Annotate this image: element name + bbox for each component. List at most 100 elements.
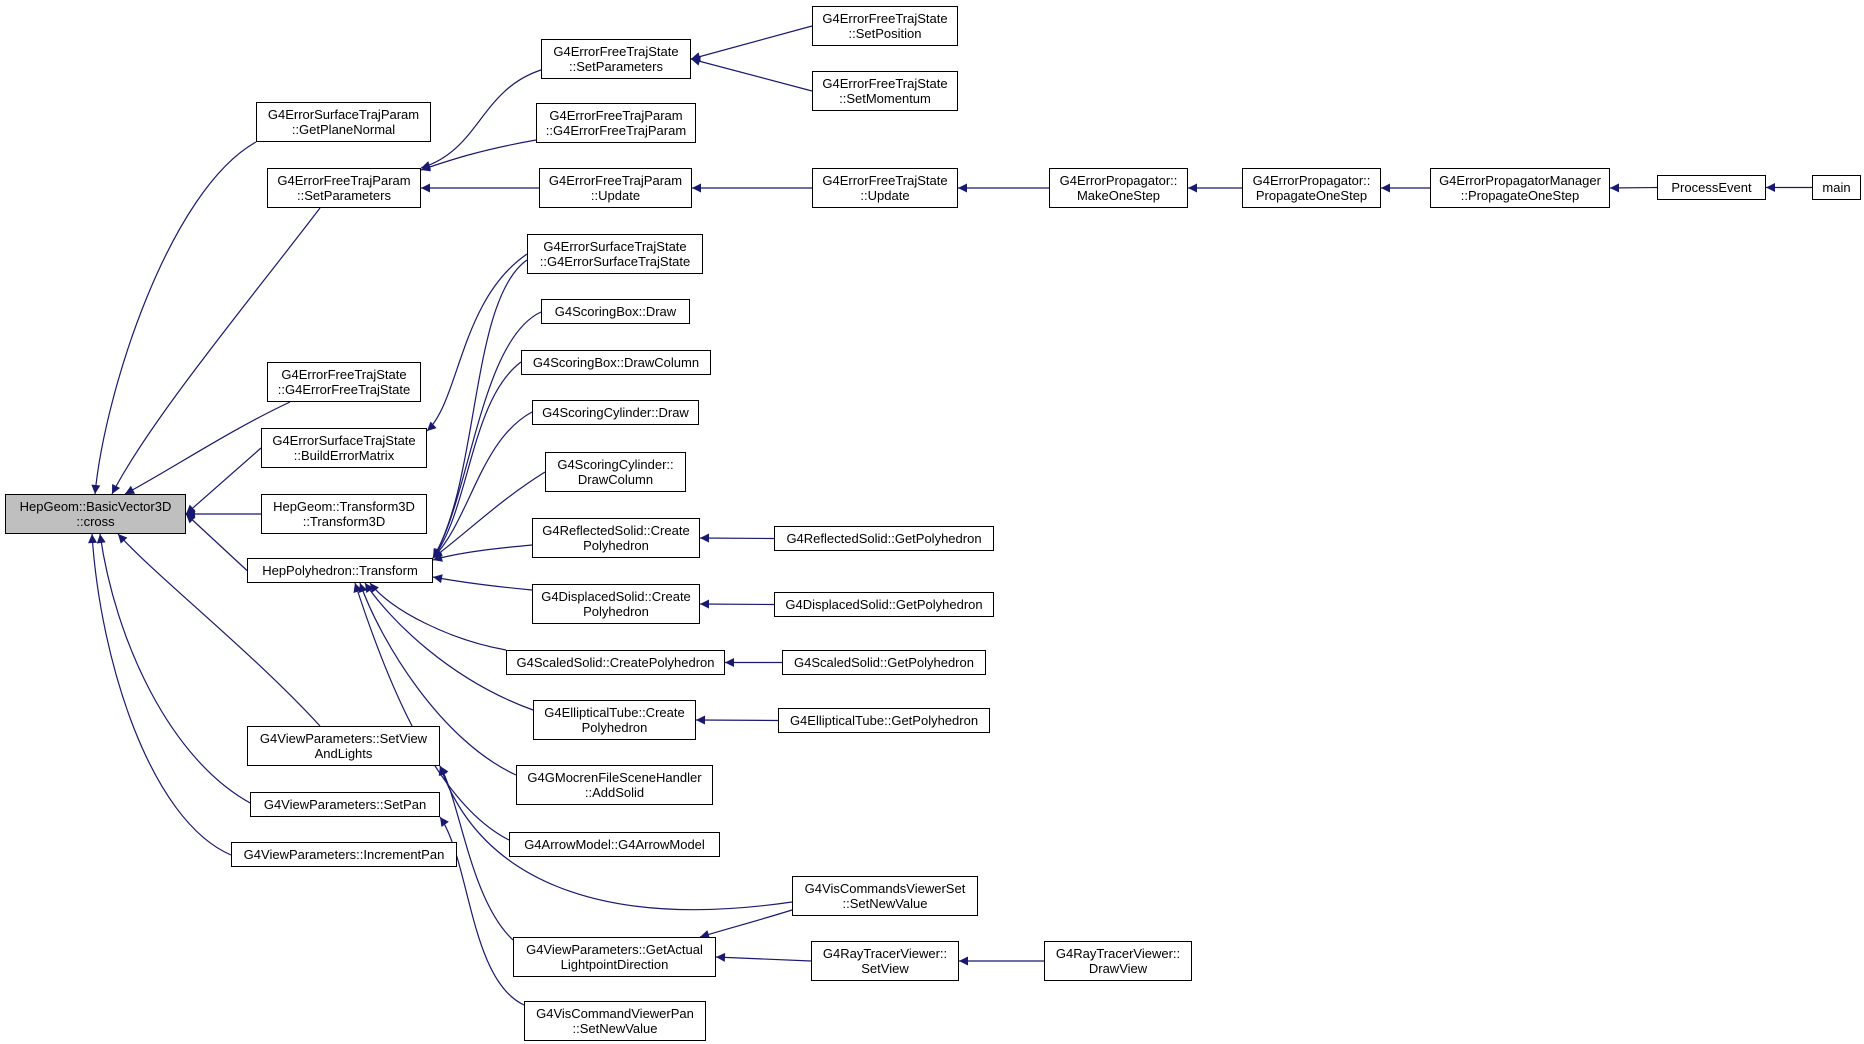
node-ests_bem[interactable]: G4ErrorSurfaceTrajState::BuildErrorMatri… (261, 428, 427, 468)
node-hep_tr[interactable]: HepPolyhedron::Transform (247, 558, 433, 583)
node-ep_pos[interactable]: G4ErrorPropagator::PropagateOneStep (1242, 168, 1381, 208)
node-label-line: G4ErrorFreeTrajParam (549, 108, 683, 123)
node-label-line: AndLights (314, 746, 373, 761)
node-efts_upd[interactable]: G4ErrorFreeTrajState::Update (812, 168, 958, 208)
node-et_gp[interactable]: G4EllipticalTube::GetPolyhedron (778, 708, 990, 733)
node-label-line: G4ScoringBox::DrawColumn (532, 355, 700, 370)
edge-efts_ctor-to-cross (124, 401, 291, 495)
edge-hep_tr-to-cross (185, 513, 248, 571)
node-label-line: SetView (861, 961, 909, 976)
node-efts_sp[interactable]: G4ErrorFreeTrajState::SetParameters (541, 39, 691, 79)
node-efts_smom[interactable]: G4ErrorFreeTrajState::SetMomentum (812, 71, 958, 111)
node-label-line: G4ErrorFreeTrajParam (548, 173, 683, 188)
node-cross[interactable]: HepGeom::BasicVector3D::cross (5, 494, 186, 534)
node-label-line: G4ViewParameters::GetActual (526, 942, 703, 957)
node-label-line: G4RayTracerViewer:: (822, 946, 948, 961)
edge-ests_bem-to-cross (185, 447, 262, 515)
edge-vcvs_snv-to-vp_sval (438, 765, 793, 911)
node-label-line: ::G4ErrorFreeTrajState (277, 382, 411, 397)
node-eftp_sp[interactable]: G4ErrorFreeTrajParam::SetParameters (267, 168, 421, 208)
node-label-line: G4ArrowModel::G4ArrowModel (524, 837, 705, 852)
node-rtv_dv[interactable]: G4RayTracerViewer::DrawView (1044, 941, 1192, 981)
node-label-line: Polyhedron (583, 604, 649, 619)
node-label-line: G4ScaledSolid::CreatePolyhedron (516, 655, 715, 670)
node-label-line: G4VisCommandsViewerSet (804, 881, 966, 896)
node-epm_pos[interactable]: G4ErrorPropagatorManager::PropagateOneSt… (1430, 168, 1610, 208)
node-ds_gp[interactable]: G4DisplacedSolid::GetPolyhedron (774, 592, 994, 617)
node-ss_cp[interactable]: G4ScaledSolid::CreatePolyhedron (506, 650, 725, 675)
node-label-line: G4ErrorFreeTrajState (281, 367, 407, 382)
edge-vcvs_snv-to-vp_galpd (699, 909, 793, 939)
node-vcvp_snv[interactable]: G4VisCommandViewerPan::SetNewValue (524, 1001, 706, 1041)
node-label-line: G4ReflectedSolid::GetPolyhedron (786, 531, 982, 546)
node-label-line: G4GMocrenFileSceneHandler (527, 770, 702, 785)
node-label-line: ::AddSolid (584, 785, 645, 800)
edge-vp_ipan-to-cross (88, 533, 232, 856)
edge-am_ctor-to-hep_tr (353, 582, 510, 841)
node-label-line: HepGeom::Transform3D (273, 499, 415, 514)
node-sc_draw[interactable]: G4ScoringCylinder::Draw (532, 400, 699, 425)
node-gm_as[interactable]: G4GMocrenFileSceneHandler::AddSolid (516, 765, 713, 805)
node-rtv_sv[interactable]: G4RayTracerViewer::SetView (811, 941, 959, 981)
node-label-line: G4ScoringBox::Draw (554, 304, 677, 319)
node-sb_draw[interactable]: G4ScoringBox::Draw (541, 299, 690, 324)
node-ep_mos[interactable]: G4ErrorPropagator::MakeOneStep (1049, 168, 1188, 208)
node-label-line: ::SetMomentum (839, 91, 931, 106)
edge-rs_cp-to-hep_tr (432, 544, 533, 562)
edge-et_gp-to-et_cp (695, 715, 779, 725)
node-label-line: HepPolyhedron::Transform (262, 563, 418, 578)
node-pe[interactable]: ProcessEvent (1657, 175, 1766, 200)
node-efts_ctor[interactable]: G4ErrorFreeTrajState::G4ErrorFreeTrajSta… (267, 362, 421, 402)
edge-ss_cp-to-hep_tr (369, 582, 507, 651)
node-sb_dcol[interactable]: G4ScoringBox::DrawColumn (521, 350, 711, 375)
node-label-line: G4ReflectedSolid::Create (542, 523, 690, 538)
node-label-line: ::GetPlaneNormal (291, 122, 396, 137)
edge-vcvp_snv-to-vp_span (439, 816, 525, 1006)
edge-ests_ctor-to-hep_tr (432, 259, 528, 559)
node-label-line: ::SetPosition (848, 26, 922, 41)
edge-eftp_ctor-to-eftp_sp (420, 139, 537, 172)
node-label-line: ::Transform3D (302, 514, 386, 529)
edge-vp_galpd-to-vp_sval (439, 765, 514, 941)
node-ests_ctor[interactable]: G4ErrorSurfaceTrajState::G4ErrorSurfaceT… (527, 234, 703, 274)
node-label-line: G4EllipticalTube::Create (544, 705, 685, 720)
node-label-line: G4ErrorFreeTrajState (553, 44, 679, 59)
node-vp_ipan[interactable]: G4ViewParameters::IncrementPan (231, 842, 457, 867)
node-label-line: G4ErrorPropagatorManager (1439, 173, 1601, 188)
node-ss_gp[interactable]: G4ScaledSolid::GetPolyhedron (782, 650, 986, 675)
node-label-line: ProcessEvent (1671, 180, 1752, 195)
node-main[interactable]: main (1812, 175, 1861, 200)
node-eftp_upd[interactable]: G4ErrorFreeTrajParam::Update (539, 168, 692, 208)
node-label-line: LightpointDirection (560, 957, 669, 972)
node-label-line: Polyhedron (583, 538, 649, 553)
edge-sb_draw-to-hep_tr (432, 311, 542, 559)
node-eftp_ctor[interactable]: G4ErrorFreeTrajParam::G4ErrorFreeTrajPar… (536, 103, 696, 143)
edge-efts_sp-to-eftp_sp (420, 69, 542, 170)
edge-efts_smom-to-efts_sp (690, 56, 813, 92)
node-esp_gpn[interactable]: G4ErrorSurfaceTrajParam::GetPlaneNormal (256, 102, 431, 142)
node-label-line: G4VisCommandViewerPan (536, 1006, 694, 1021)
node-efts_spos[interactable]: G4ErrorFreeTrajState::SetPosition (812, 6, 958, 46)
edge-sc_draw-to-hep_tr (432, 411, 533, 559)
node-label-line: ::cross (76, 514, 115, 529)
edge-esp_gpn-to-cross (91, 141, 257, 495)
edge-gm_as-to-hep_tr (358, 582, 517, 776)
node-label-line: G4ViewParameters::IncrementPan (243, 847, 445, 862)
node-vp_span[interactable]: G4ViewParameters::SetPan (250, 792, 440, 817)
node-label-line: ::G4ErrorSurfaceTrajState (539, 254, 691, 269)
node-sc_dcol[interactable]: G4ScoringCylinder::DrawColumn (545, 452, 686, 492)
node-vcvs_snv[interactable]: G4VisCommandsViewerSet::SetNewValue (792, 876, 978, 916)
node-rs_gp[interactable]: G4ReflectedSolid::GetPolyhedron (774, 526, 994, 551)
node-t3d[interactable]: HepGeom::Transform3D::Transform3D (261, 494, 427, 534)
node-label-line: G4ErrorSurfaceTrajParam (267, 107, 420, 122)
node-am_ctor[interactable]: G4ArrowModel::G4ArrowModel (509, 832, 720, 857)
node-label-line: G4ViewParameters::SetPan (263, 797, 427, 812)
node-label-line: ::Update (860, 188, 910, 203)
edge-rtv_sv-to-vp_galpd (715, 952, 812, 962)
